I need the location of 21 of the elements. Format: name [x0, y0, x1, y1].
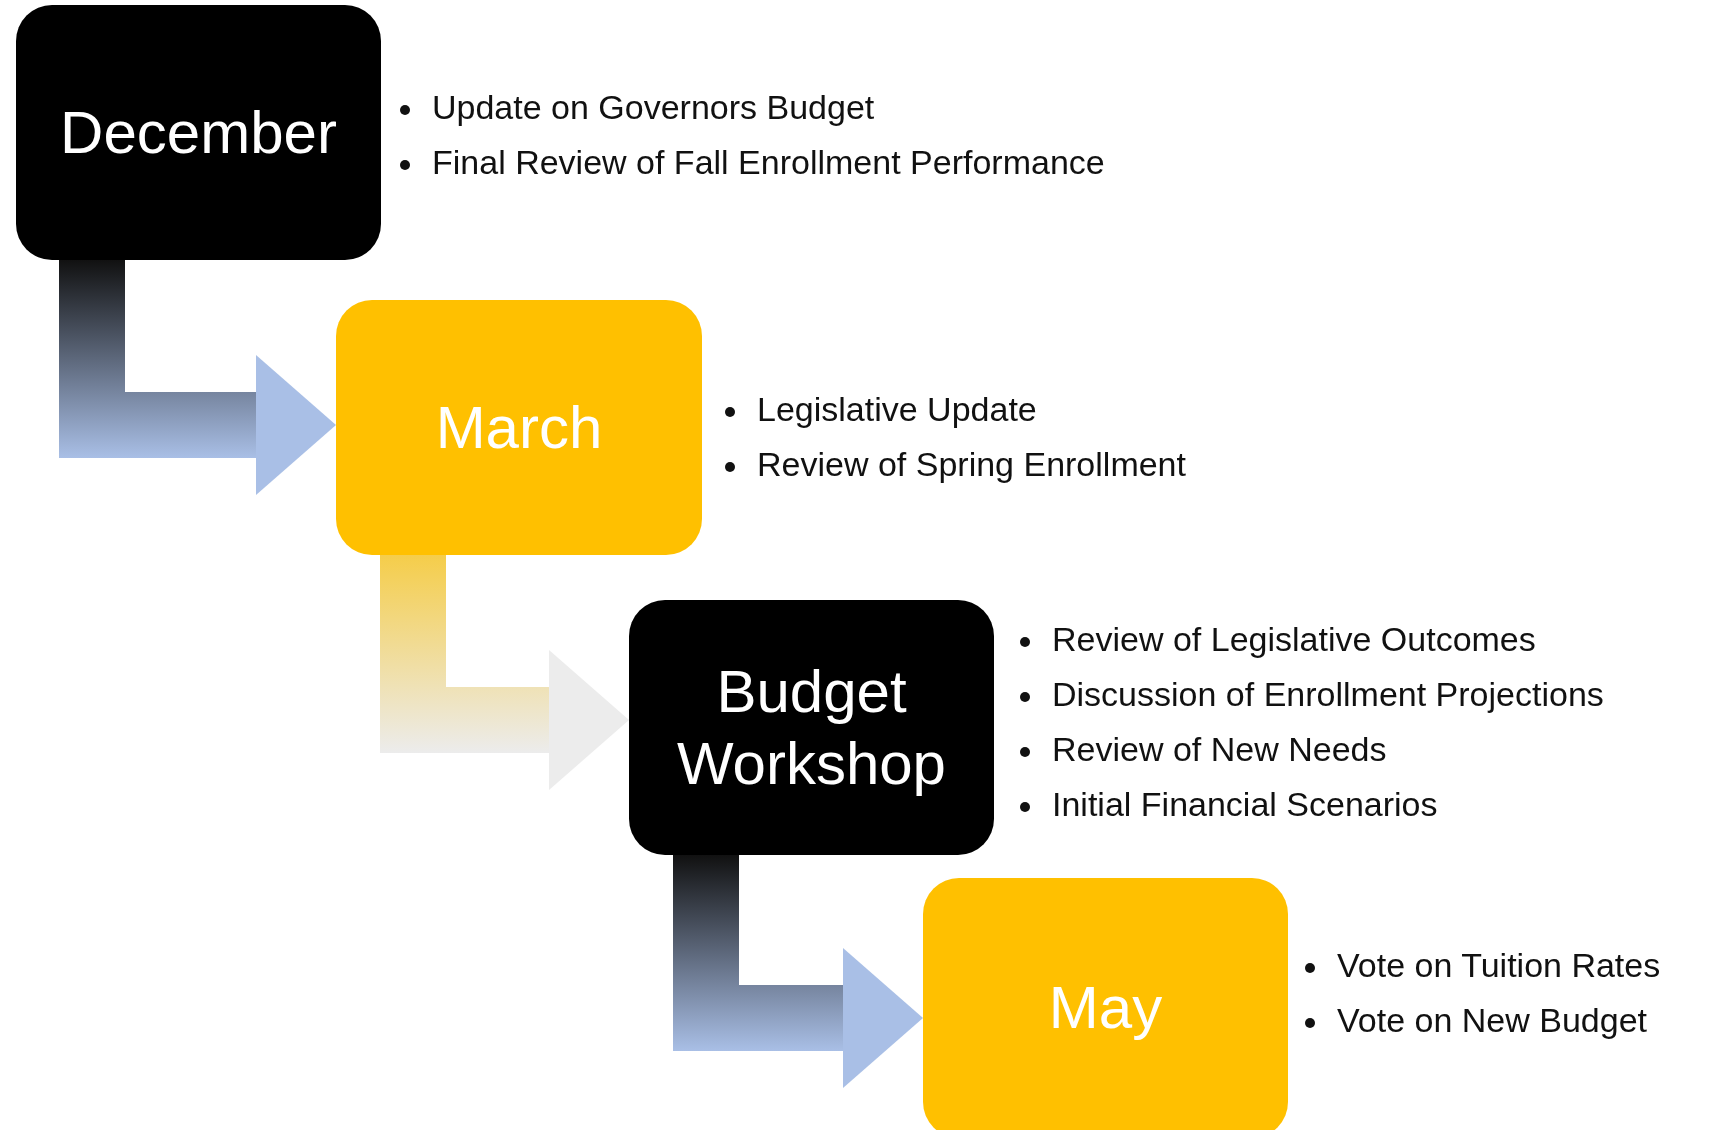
bullet-item: Vote on New Budget	[1337, 1000, 1647, 1041]
box-title: December	[60, 97, 337, 168]
bullet-item: Review of Spring Enrollment	[757, 444, 1186, 485]
box-title: March	[435, 392, 603, 463]
month-box	[629, 600, 994, 855]
month-box	[923, 878, 1288, 1130]
bullet-item: Vote on Tuition Rates	[1337, 945, 1661, 986]
box-title: May	[1048, 973, 1163, 1043]
bullet-item: Final Review of Fall Enrollment Performance	[432, 142, 1105, 183]
bullet-item: Update on Governors Budget	[432, 87, 875, 128]
elbow-arrow	[59, 260, 336, 495]
bullet-item: Review of New Needs	[1052, 729, 1387, 770]
month-box	[16, 5, 381, 260]
elbow-arrow	[380, 555, 629, 790]
bullet-item: Review of Legislative Outcomes	[1052, 619, 1536, 660]
elbow-arrow	[673, 855, 923, 1088]
bullet-item: Legislative Update	[757, 389, 1037, 430]
month-box	[336, 300, 702, 555]
box-title: Budget Workshop	[676, 656, 947, 799]
bullet-item: Initial Financial Scenarios	[1052, 784, 1438, 825]
bullet-item: Discussion of Enrollment Projections	[1052, 674, 1604, 715]
